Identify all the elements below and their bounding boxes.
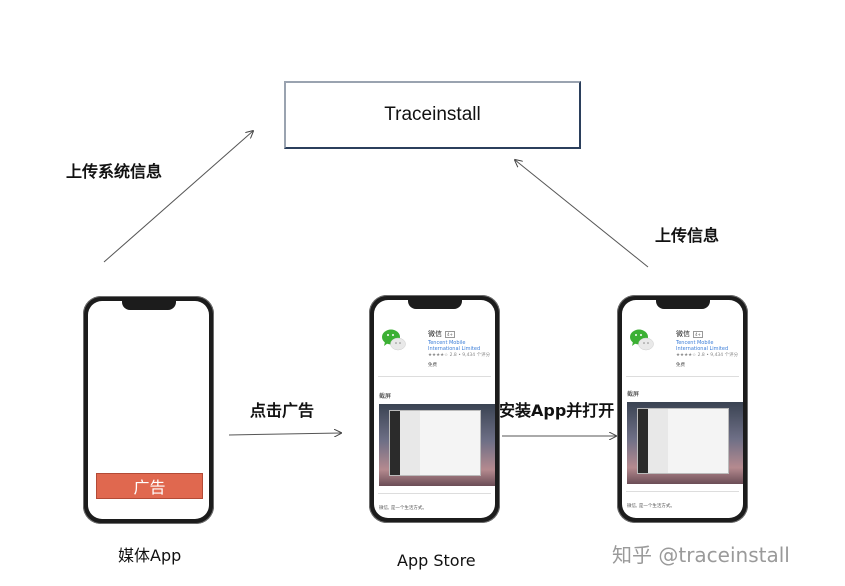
app-description: 微信, 是一个生活方式。 xyxy=(627,504,675,509)
media-app-phone: 广告 xyxy=(83,296,214,524)
ad-label: 广告 xyxy=(133,478,166,497)
label-upload-info: 上传信息 xyxy=(655,226,720,245)
server-title: Traceinstall xyxy=(384,104,481,125)
label-click-ad: 点击广告 xyxy=(250,401,315,420)
developer-link[interactable]: Tencent Mobile International Limited xyxy=(676,340,729,352)
phone-screen: 广告 xyxy=(88,301,209,519)
divider xyxy=(378,376,491,377)
phone-notch xyxy=(407,300,462,309)
wechat-app-icon[interactable] xyxy=(380,326,408,354)
zhihu-watermark: 知乎 @traceinstall xyxy=(612,543,790,567)
app-description: 微信, 是一个生活方式。 xyxy=(379,506,427,511)
divider xyxy=(626,376,739,377)
label-install-open: 安装App并打开 xyxy=(499,401,615,420)
rating: ★★★★☆ 2.8 • 9,434 个评分 xyxy=(676,353,739,358)
developer-link[interactable]: Tencent Mobile International Limited xyxy=(428,340,481,352)
wechat-app-icon[interactable] xyxy=(628,326,656,354)
age-badge: 4+ xyxy=(693,331,703,338)
screenshots-heading: 截屏 xyxy=(627,391,640,398)
price[interactable]: 免费 xyxy=(428,363,437,368)
rating: ★★★★☆ 2.8 • 9,434 个评分 xyxy=(428,353,491,358)
label-upload-system-info: 上传系统信息 xyxy=(66,162,163,181)
screenshot-window xyxy=(637,408,729,474)
divider xyxy=(378,493,491,494)
app-name: 微信 xyxy=(428,330,442,338)
screenshot-window xyxy=(389,410,481,476)
ad-banner[interactable]: 广告 xyxy=(96,473,203,499)
app-screenshot[interactable] xyxy=(379,404,495,486)
app-screenshot[interactable] xyxy=(627,402,743,484)
age-badge: 4+ xyxy=(445,331,455,338)
arrow-installed-to-server xyxy=(515,160,649,268)
divider xyxy=(626,491,739,492)
app-name: 微信 xyxy=(676,330,690,338)
arrow-media-to-server xyxy=(103,131,253,263)
media-app-caption: 媒体App xyxy=(118,546,182,565)
traceinstall-server-box: Traceinstall xyxy=(284,81,581,149)
arrow-media-to-store xyxy=(228,433,341,435)
phone-notch xyxy=(655,300,710,309)
screenshots-heading: 截屏 xyxy=(379,393,392,400)
price[interactable]: 免费 xyxy=(676,363,685,368)
phone-notch xyxy=(121,301,176,310)
app-store-caption: App Store xyxy=(397,551,476,570)
